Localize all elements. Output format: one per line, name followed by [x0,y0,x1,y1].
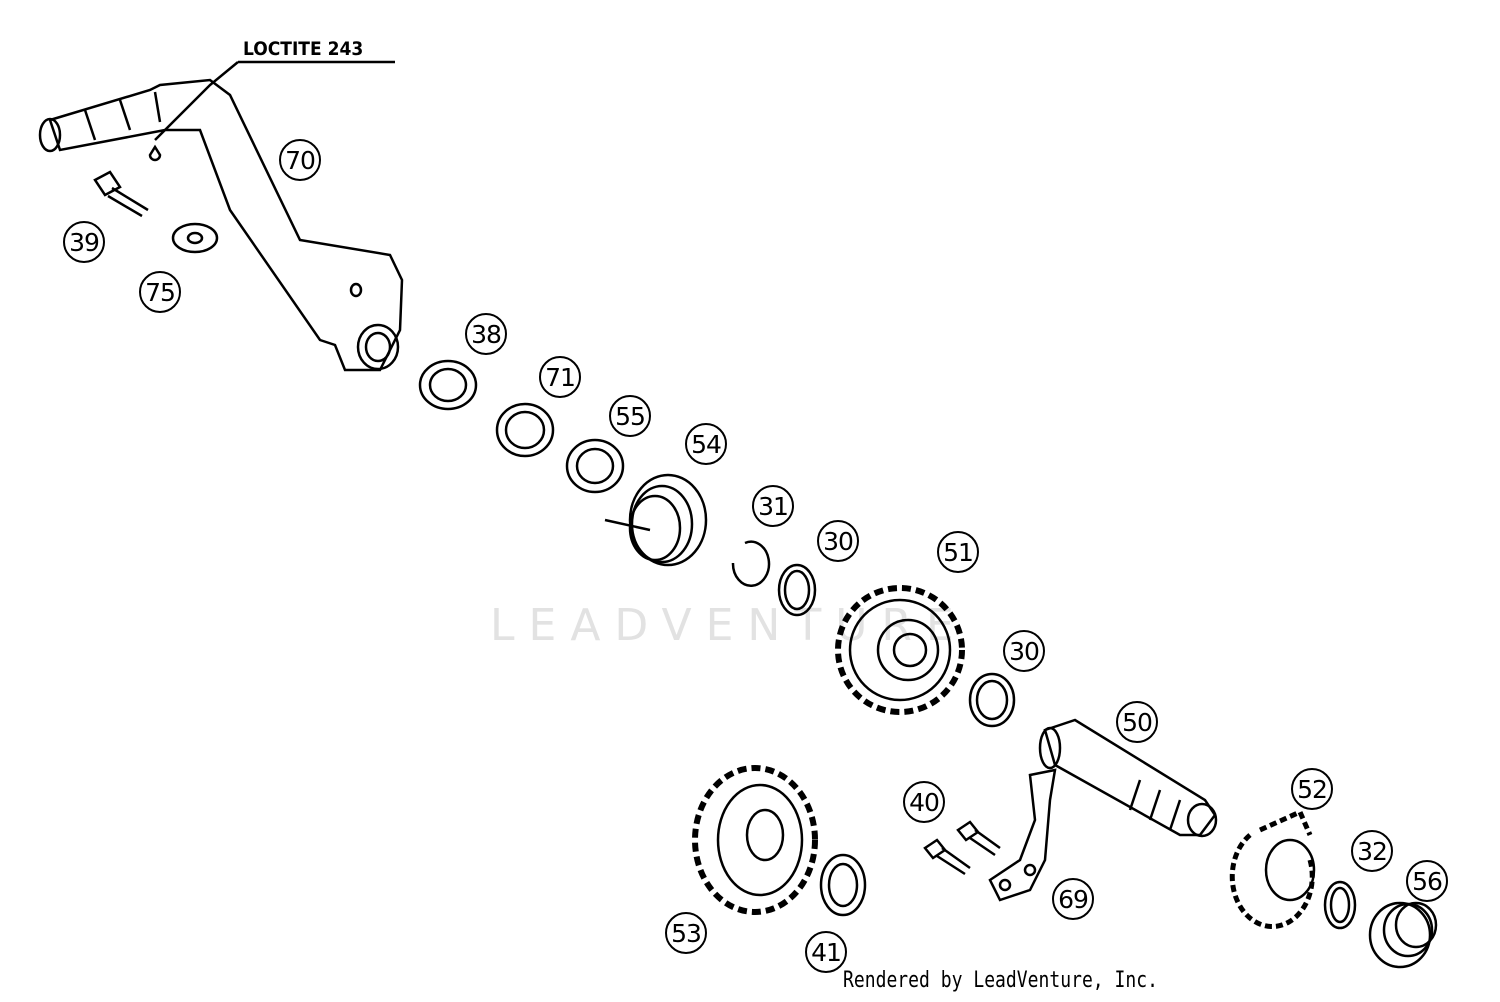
gear-part [835,585,965,715]
watermark: LEADVENTURE [490,600,968,651]
callout-30-second[interactable]: 30 [1003,630,1045,672]
bearing-ring-part [495,402,555,458]
callout-54[interactable]: 54 [685,423,727,465]
spacer-ring-part [565,438,625,494]
washer-part [819,853,867,917]
bolt-part [923,820,1001,876]
callout-53[interactable]: 53 [665,912,707,954]
callout-71[interactable]: 71 [539,356,581,398]
callout-40[interactable]: 40 [903,781,945,823]
gear-part [692,765,818,915]
spring-part [604,473,708,567]
callout-32[interactable]: 32 [1351,830,1393,872]
callout-56[interactable]: 56 [1406,860,1448,902]
render-credit: Rendered by LeadVenture, Inc. [843,968,1158,993]
loctite-note: LOCTITE 243 [243,38,364,60]
circlip-part [731,540,771,587]
callout-31[interactable]: 31 [752,485,794,527]
thrust-washer-part [777,563,817,617]
callout-41[interactable]: 41 [805,931,847,973]
washer-part [171,222,219,254]
thrust-washer-part [968,672,1016,728]
ratchet-part [1229,808,1316,930]
callout-51[interactable]: 51 [937,531,979,573]
guide-plate-part [988,768,1057,902]
spring-part [1368,901,1438,969]
callout-70[interactable]: 70 [279,139,321,181]
bolt-part [93,170,149,218]
shaft-part [1038,718,1218,838]
callout-69[interactable]: 69 [1052,878,1094,920]
callout-30[interactable]: 30 [817,520,859,562]
callout-75[interactable]: 75 [139,271,181,313]
callout-39[interactable]: 39 [63,221,105,263]
callout-55[interactable]: 55 [609,395,651,437]
seal-ring-part [418,359,478,411]
callout-50[interactable]: 50 [1116,701,1158,743]
loctite-leader-line [154,60,395,141]
callout-52[interactable]: 52 [1291,768,1333,810]
callout-38[interactable]: 38 [465,313,507,355]
kick-lever-part [38,78,404,372]
washer-part [1323,880,1357,930]
